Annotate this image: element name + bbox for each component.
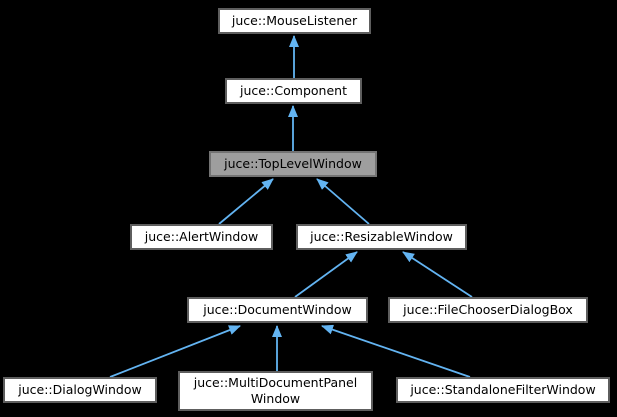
node-juce-standalonefilterwindow[interactable]: juce::StandaloneFilterWindow <box>396 377 610 403</box>
node-juce-multidocumentpanelwindow[interactable]: juce::MultiDocumentPanel Window <box>178 371 373 411</box>
edge-filechooserdialogbox-to-resizablewindow <box>402 251 473 298</box>
node-juce-filechooserdialogbox[interactable]: juce::FileChooserDialogBox <box>388 297 588 323</box>
node-juce-dialogwindow[interactable]: juce::DialogWindow <box>3 377 157 403</box>
node-juce-resizablewindow[interactable]: juce::ResizableWindow <box>296 224 467 250</box>
node-juce-alertwindow[interactable]: juce::AlertWindow <box>130 224 273 250</box>
edge-dialogwindow-to-documentwindow <box>109 325 241 378</box>
node-juce-documentwindow[interactable]: juce::DocumentWindow <box>187 297 368 323</box>
edge-alertwindow-to-toplevelwindow <box>218 178 274 225</box>
edge-standalonefilterwindow-to-documentwindow <box>321 324 471 378</box>
node-juce-mouselistener[interactable]: juce::MouseListener <box>218 8 371 34</box>
edge-documentwindow-to-resizablewindow <box>294 251 358 298</box>
node-juce-toplevelwindow-current: juce::TopLevelWindow <box>209 151 377 177</box>
edge-resizablewindow-to-toplevelwindow <box>316 178 370 225</box>
node-juce-component[interactable]: juce::Component <box>225 78 362 104</box>
